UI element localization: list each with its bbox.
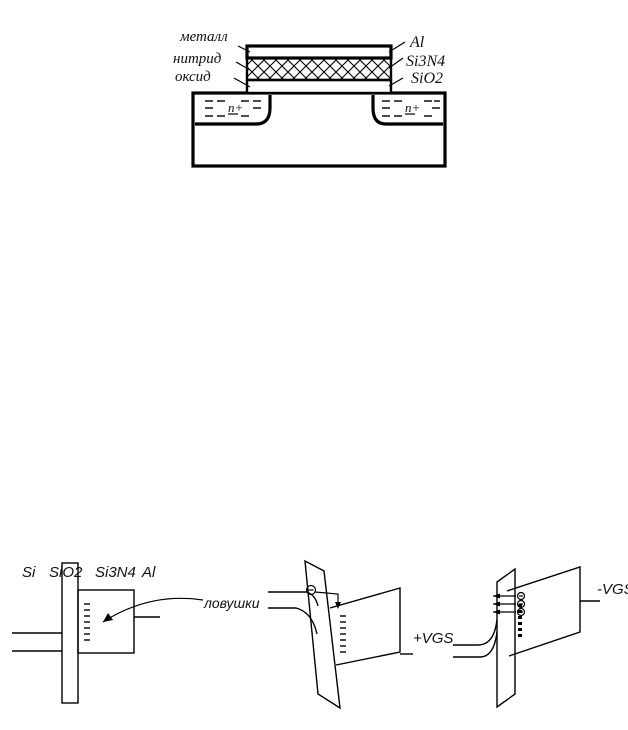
traps-arrowhead bbox=[103, 613, 113, 622]
si3n4-region bbox=[77, 589, 135, 654]
band-diagram-negative: -VGS bbox=[453, 566, 628, 709]
traps-arrow bbox=[102, 597, 204, 623]
si-cb-negative bbox=[453, 619, 498, 646]
si3n4-region-positive bbox=[329, 587, 401, 666]
hole-icons bbox=[516, 591, 526, 617]
leader-si3n4 bbox=[388, 57, 404, 69]
sio2-barrier-positive bbox=[304, 559, 341, 710]
negative-bias-label: -VGS bbox=[597, 581, 628, 598]
tunnel-arrowhead bbox=[335, 602, 341, 609]
traps-label: ловушки bbox=[203, 595, 260, 611]
n-plus-label-right: n+ bbox=[405, 100, 420, 115]
trap-levels-flat bbox=[84, 603, 90, 641]
si3n4-region-negative bbox=[506, 566, 581, 657]
leader-sio2 bbox=[388, 77, 404, 87]
label-sio2: SiO2 bbox=[411, 70, 443, 87]
si-vb-positive bbox=[268, 607, 318, 635]
trap-levels-positive bbox=[340, 615, 346, 653]
si-cb-positive bbox=[268, 591, 319, 607]
label-al-band: Al bbox=[141, 564, 156, 581]
material-labels: Si SiO2 Si3N4 Al bbox=[22, 564, 156, 581]
electron-icon bbox=[305, 584, 317, 596]
label-nitride: нитрид bbox=[173, 51, 222, 67]
positive-bias-label: +VGS bbox=[413, 630, 453, 647]
si-vb-negative bbox=[453, 631, 498, 658]
metal-layer bbox=[245, 44, 393, 60]
nitride-layer bbox=[245, 56, 393, 82]
label-metal: металл bbox=[179, 29, 228, 45]
leader-al bbox=[388, 41, 406, 53]
leader-nitride bbox=[235, 61, 251, 71]
tunnel-path bbox=[314, 591, 339, 604]
label-oxide: оксид bbox=[175, 69, 211, 85]
oxide-layer bbox=[245, 78, 393, 95]
n-plus-region-right bbox=[371, 95, 443, 126]
n-plus-left-dashes bbox=[205, 100, 261, 117]
label-sio2-band: SiO2 bbox=[49, 564, 83, 581]
sio2-barrier-negative bbox=[496, 567, 516, 709]
traps-annotation: ловушки bbox=[102, 595, 260, 623]
n-plus-right-dashes bbox=[382, 100, 440, 117]
label-al: Al bbox=[409, 34, 425, 51]
n-plus-region-left bbox=[195, 95, 272, 126]
escape-arrows bbox=[493, 593, 516, 615]
label-si3n4-band: Si3N4 bbox=[95, 564, 136, 581]
band-diagram-positive: +VGS bbox=[268, 559, 453, 710]
leader-metal bbox=[237, 45, 251, 53]
label-si: Si bbox=[22, 564, 36, 581]
sio2-barrier bbox=[61, 562, 79, 704]
mnos-cross-section: n+ n+ металл нитрид оксид Al Si3N4 SiO2 bbox=[173, 29, 447, 168]
band-diagram-flat bbox=[12, 562, 160, 704]
n-plus-label-left: n+ bbox=[228, 100, 243, 115]
label-si3n4: Si3N4 bbox=[406, 53, 445, 70]
leader-oxide bbox=[233, 77, 251, 88]
